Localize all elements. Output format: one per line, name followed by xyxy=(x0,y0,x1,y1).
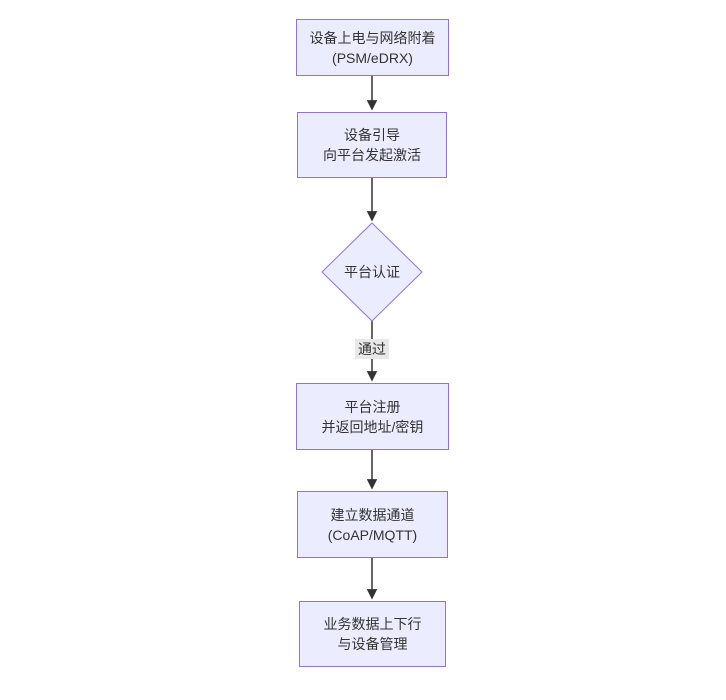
node-channel-line2: (CoAP/MQTT) xyxy=(327,526,418,543)
node-bootstrap-line2: 向平台发起激活 xyxy=(323,147,421,163)
node-power-on-line1: 设备上电与网络附着 xyxy=(309,29,436,46)
node-business-line2: 与设备管理 xyxy=(337,636,408,652)
node-bootstrap: 设备引导 向平台发起激活 xyxy=(297,112,447,178)
edge-label-pass: 通过 xyxy=(355,339,389,359)
node-register-line2: 并返回地址/密钥 xyxy=(321,418,424,435)
node-register: 平台注册 并返回地址/密钥 xyxy=(296,383,449,450)
node-auth-label: 平台认证 xyxy=(344,264,400,280)
node-business: 业务数据上下行 与设备管理 xyxy=(299,601,446,667)
node-channel-line1: 建立数据通道 xyxy=(330,506,415,523)
node-power-on: 设备上电与网络附着 (PSM/eDRX) xyxy=(296,19,449,76)
node-channel: 建立数据通道 (CoAP/MQTT) xyxy=(297,491,448,558)
node-business-line1: 业务数据上下行 xyxy=(323,616,422,632)
node-bootstrap-line1: 设备引导 xyxy=(344,127,400,143)
node-power-on-line2: (PSM/eDRX) xyxy=(332,49,413,66)
node-register-line1: 平台注册 xyxy=(344,398,401,415)
